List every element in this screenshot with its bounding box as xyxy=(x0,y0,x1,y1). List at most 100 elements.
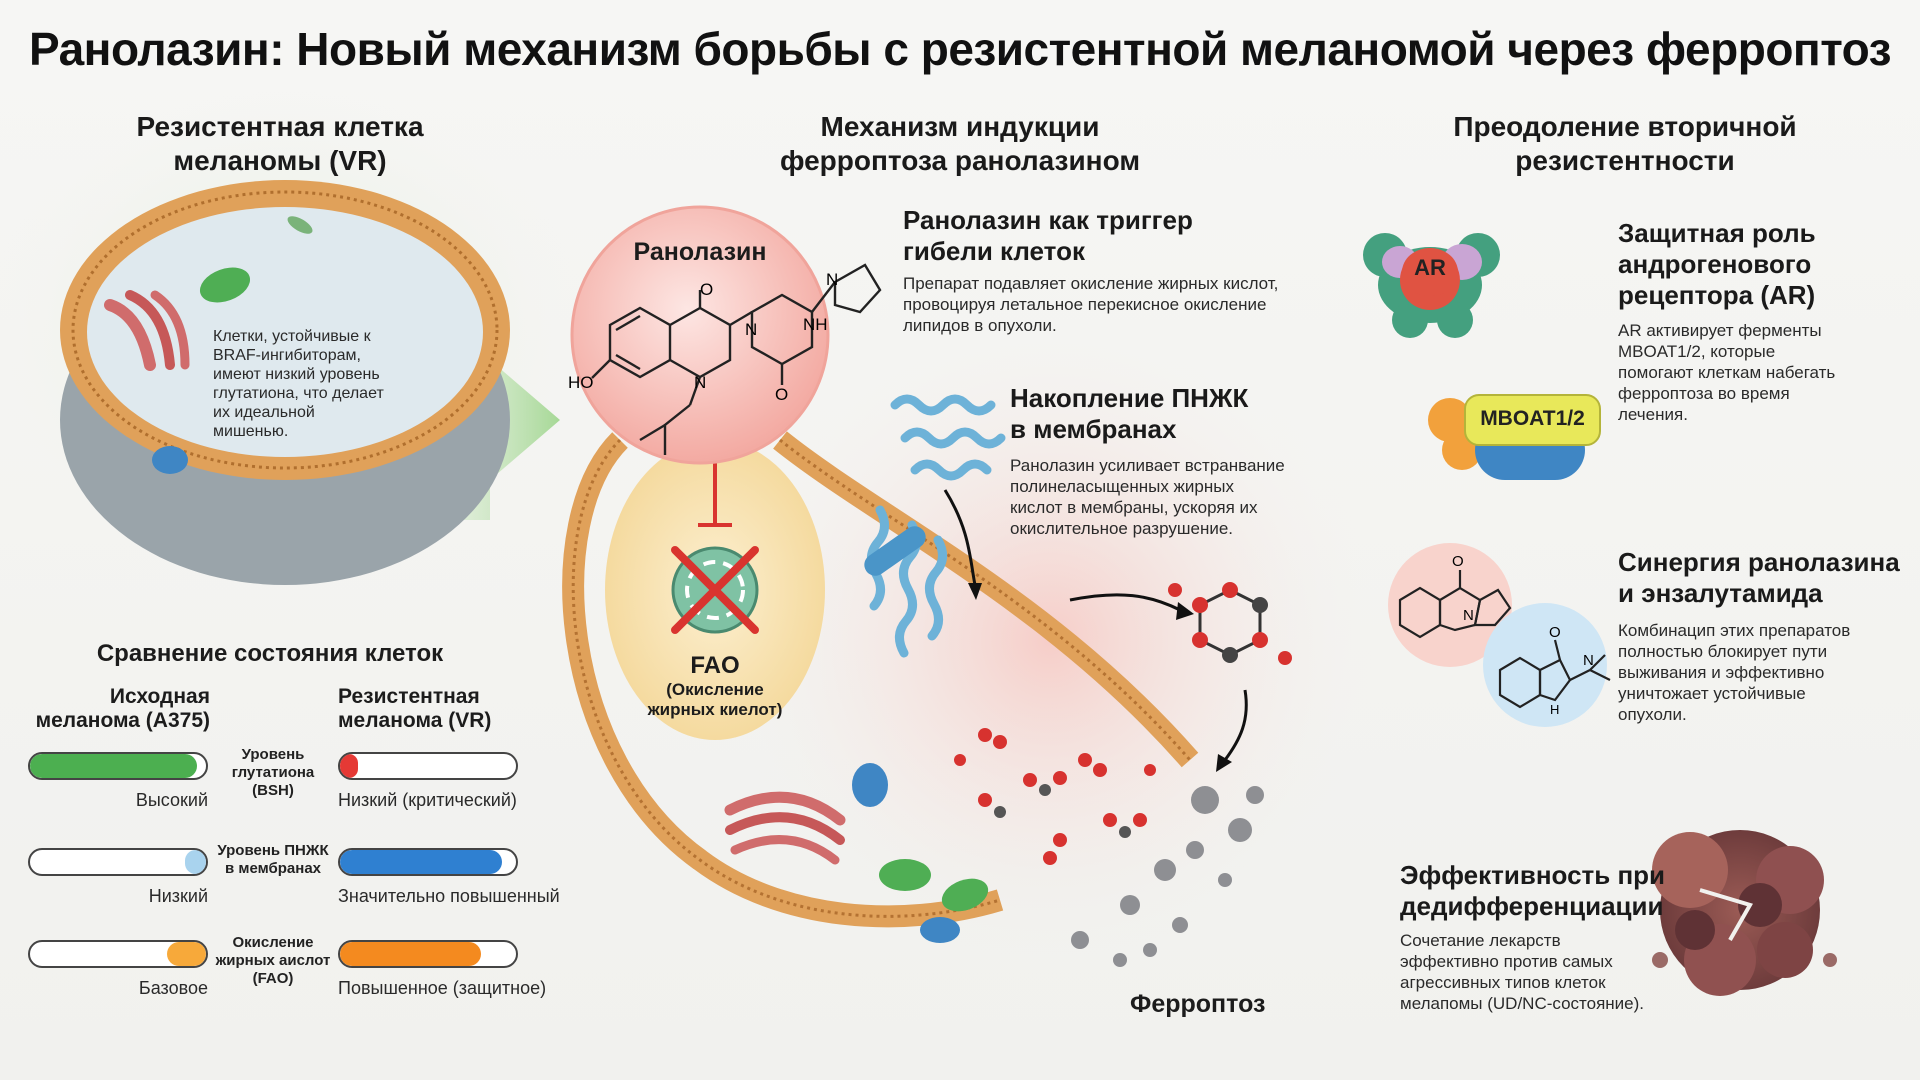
ar-receptor-icon xyxy=(1363,233,1500,338)
atom-nh: NH xyxy=(803,315,828,334)
ar-text-line: AR активирует ферменты xyxy=(1618,321,1822,340)
atom-n1: N xyxy=(745,320,757,339)
bar-right xyxy=(338,940,518,968)
ar-text: AR активирует ферменты MBOAT1/2, которые… xyxy=(1618,320,1908,425)
row-label-line: глутатиона xyxy=(231,764,315,781)
syn-atom-nh: H xyxy=(1550,702,1559,717)
effectiveness-text-line: мелапомы (UD/NC-состояние). xyxy=(1400,994,1645,1013)
col-header-left: Исходная меланома (A375) xyxy=(30,685,210,733)
arrow-to-ferroptosis xyxy=(1223,689,1248,761)
effectiveness-title: Эффективность при дедифференциации xyxy=(1400,860,1700,922)
cell-text-line: глутатиона, что делает xyxy=(213,385,384,402)
mboat-label: MBOAT1/2 xyxy=(1480,407,1585,430)
ranolazine-structure xyxy=(591,263,882,455)
bar-left-fill xyxy=(184,850,206,874)
ferroptosis-label: Ферроптоз xyxy=(1130,990,1266,1018)
effectiveness-text-line: агрессивных типов клеток xyxy=(1400,973,1606,992)
bar-left xyxy=(28,940,208,968)
middle-heading: Механизм индукции ферроптоза ранолазином xyxy=(760,110,1160,178)
vesicle xyxy=(152,446,188,474)
trigger-text-line: провоцируя летальное перекисное окислени… xyxy=(903,295,1267,314)
atom-n2: N xyxy=(826,270,838,289)
row-label-line: Уровень xyxy=(241,746,305,763)
arrow-to-membrane xyxy=(943,489,977,586)
atom-o2: O xyxy=(775,385,788,404)
synergy-text-line: опухоли. xyxy=(1618,705,1687,724)
left-value: Базовое xyxy=(138,978,208,998)
cell-description: Клетки, устойчивые к BRAF-ингибиторам, и… xyxy=(213,327,433,441)
cell-text-line: Клетки, устойчивые к xyxy=(213,328,371,345)
bar-left xyxy=(28,848,208,876)
trigger-text-line: Препарат подавляет окисление жирных кисл… xyxy=(903,274,1279,293)
cell-debris xyxy=(1071,786,1264,967)
bar-left-fill xyxy=(167,942,206,966)
right-value: Значительно повышенный xyxy=(338,886,560,906)
syn-atom-o2: O xyxy=(1549,624,1561,641)
ar-title-line: рецептора (AR) xyxy=(1618,280,1816,310)
effectiveness-text: Сочетание лекарств эффективно против сам… xyxy=(1400,930,1680,1014)
fao-label: FAO (Окисление жирных киелот) xyxy=(640,652,790,720)
atom-n3: N xyxy=(694,373,706,392)
ar-title-line: андрогенового xyxy=(1618,249,1812,279)
trigger-text-line: липидов в опухоли. xyxy=(903,316,1057,335)
mitochondrion xyxy=(199,267,251,303)
effectiveness-text-line: Сочетание лекарств xyxy=(1400,931,1561,950)
bar-right xyxy=(338,752,518,780)
synergy-text: Комбинацип этих препаратов полностью бло… xyxy=(1618,620,1908,725)
syn-atom-n2: N xyxy=(1583,652,1594,669)
synergy-text-line: Комбинацип этих препаратов xyxy=(1618,621,1851,640)
synergy-text-line: полностью блокирует пути xyxy=(1618,642,1828,661)
middle-golgi xyxy=(724,791,846,865)
pufa-text-line: кислот в мембраны, ускоряя их xyxy=(1010,498,1258,517)
golgi-organelle xyxy=(104,290,190,371)
col-right-line: меланома (VR) xyxy=(338,709,492,732)
pufa-text: Ранолазин усиливает встранвание полинела… xyxy=(1010,455,1330,539)
syn-atom-n1: N xyxy=(1463,607,1474,624)
synergy-title: Синергия ранолазина и энзалутамида xyxy=(1618,547,1918,609)
page-title: Ранолазин: Новый механизм борьбы с резис… xyxy=(29,23,1891,75)
atom-ho: HO xyxy=(568,373,594,392)
fao-sub-line: жирных киелот) xyxy=(647,700,783,719)
trigger-title-line: гибели клеток xyxy=(903,236,1085,266)
atom-o1: O xyxy=(700,280,713,299)
cell-text-line: их идеальной xyxy=(213,404,315,421)
left-heading-line2: меланомы (VR) xyxy=(173,145,387,176)
ar-text-line: помогают клеткам набегать xyxy=(1618,363,1836,382)
fao-sub-line: (Окисление xyxy=(666,680,764,699)
right-heading: Преодоление вторичной резистентности xyxy=(1400,110,1850,178)
col-header-right: Резистентная меланома (VR) xyxy=(338,685,538,733)
arrow-to-peroxide xyxy=(1069,593,1181,612)
mboat-enzyme-icon xyxy=(1428,394,1601,480)
cell-text-line: BRAF-ингибиторам, xyxy=(213,347,361,364)
cell-text-line: имеют низкий уровень xyxy=(213,366,380,383)
middle-heading-line2: ферроптоза ранолазином xyxy=(779,145,1141,176)
col-left-line: Исходная xyxy=(109,685,210,708)
middle-mitochondrion xyxy=(879,859,931,891)
left-value: Высокий xyxy=(135,790,208,810)
synergy-title-line: и энзалутамида xyxy=(1618,578,1823,608)
left-heading-line1: Резистентная клетка xyxy=(136,111,424,142)
col-left-line: меланома (A375) xyxy=(35,709,210,732)
ar-title: Защитная роль андрогенового рецептора (A… xyxy=(1618,218,1898,311)
syn-atom-o1: O xyxy=(1452,553,1464,570)
ar-text-line: ферроптоза во время xyxy=(1618,384,1790,403)
effectiveness-title-line: дедифференциации xyxy=(1400,891,1664,921)
bar-right-fill xyxy=(340,754,358,778)
bar-right-fill xyxy=(340,942,481,966)
bar-left xyxy=(28,752,208,780)
pufa-title: Накопление ПНЖК в мембранах xyxy=(1010,383,1310,445)
middle-heading-line1: Механизм индукции xyxy=(820,111,1100,142)
ar-label: AR xyxy=(1414,255,1446,280)
pufa-title-line: Накопление ПНЖК xyxy=(1010,383,1249,413)
row-label-line: жирных аислот xyxy=(215,952,331,969)
row-label-line: Уровень ПНЖК xyxy=(217,842,329,859)
trigger-text: Препарат подавляет окисление жирных кисл… xyxy=(903,273,1343,336)
row-label-line: (FAO) xyxy=(252,970,294,987)
left-heading: Резистентная клетка меланомы (VR) xyxy=(90,110,470,178)
right-value: Повышенное (защитное) xyxy=(338,978,547,998)
row-label-line: в мембранах xyxy=(224,860,322,877)
